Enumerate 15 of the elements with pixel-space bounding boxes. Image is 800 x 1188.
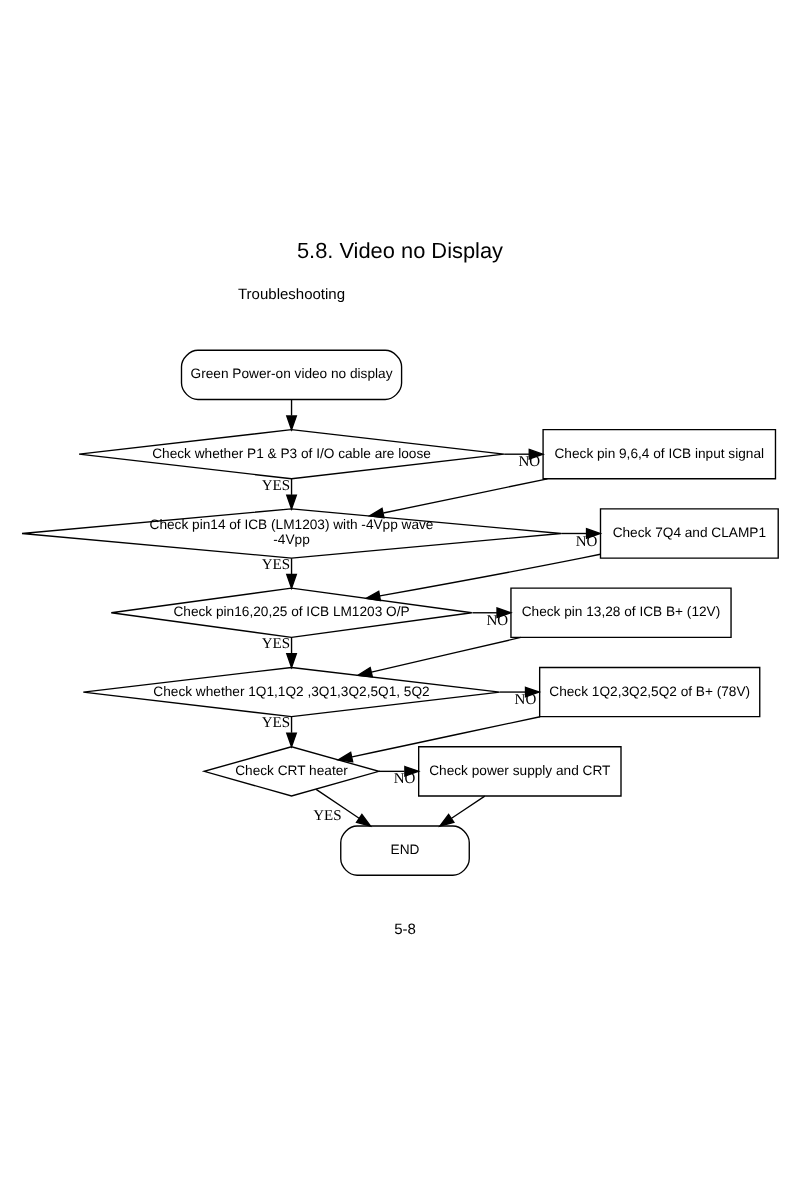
- edge-label: YES: [261, 712, 290, 731]
- edge-label: YES: [261, 633, 290, 652]
- arrow: [364, 552, 602, 601]
- arrow: [315, 787, 373, 827]
- label: Troubleshooting: [238, 284, 346, 303]
- diagram-title: 5.8. Video no Display: [296, 239, 504, 264]
- arrow: [471, 606, 513, 618]
- label: 5-8: [394, 918, 416, 937]
- arrow: [355, 635, 522, 677]
- edge-label: YES: [261, 553, 290, 572]
- arrow: [367, 477, 549, 518]
- arrow: [336, 715, 541, 762]
- edge-label: YES: [261, 474, 290, 493]
- edge-label: YES: [313, 804, 342, 823]
- arrow: [438, 794, 486, 827]
